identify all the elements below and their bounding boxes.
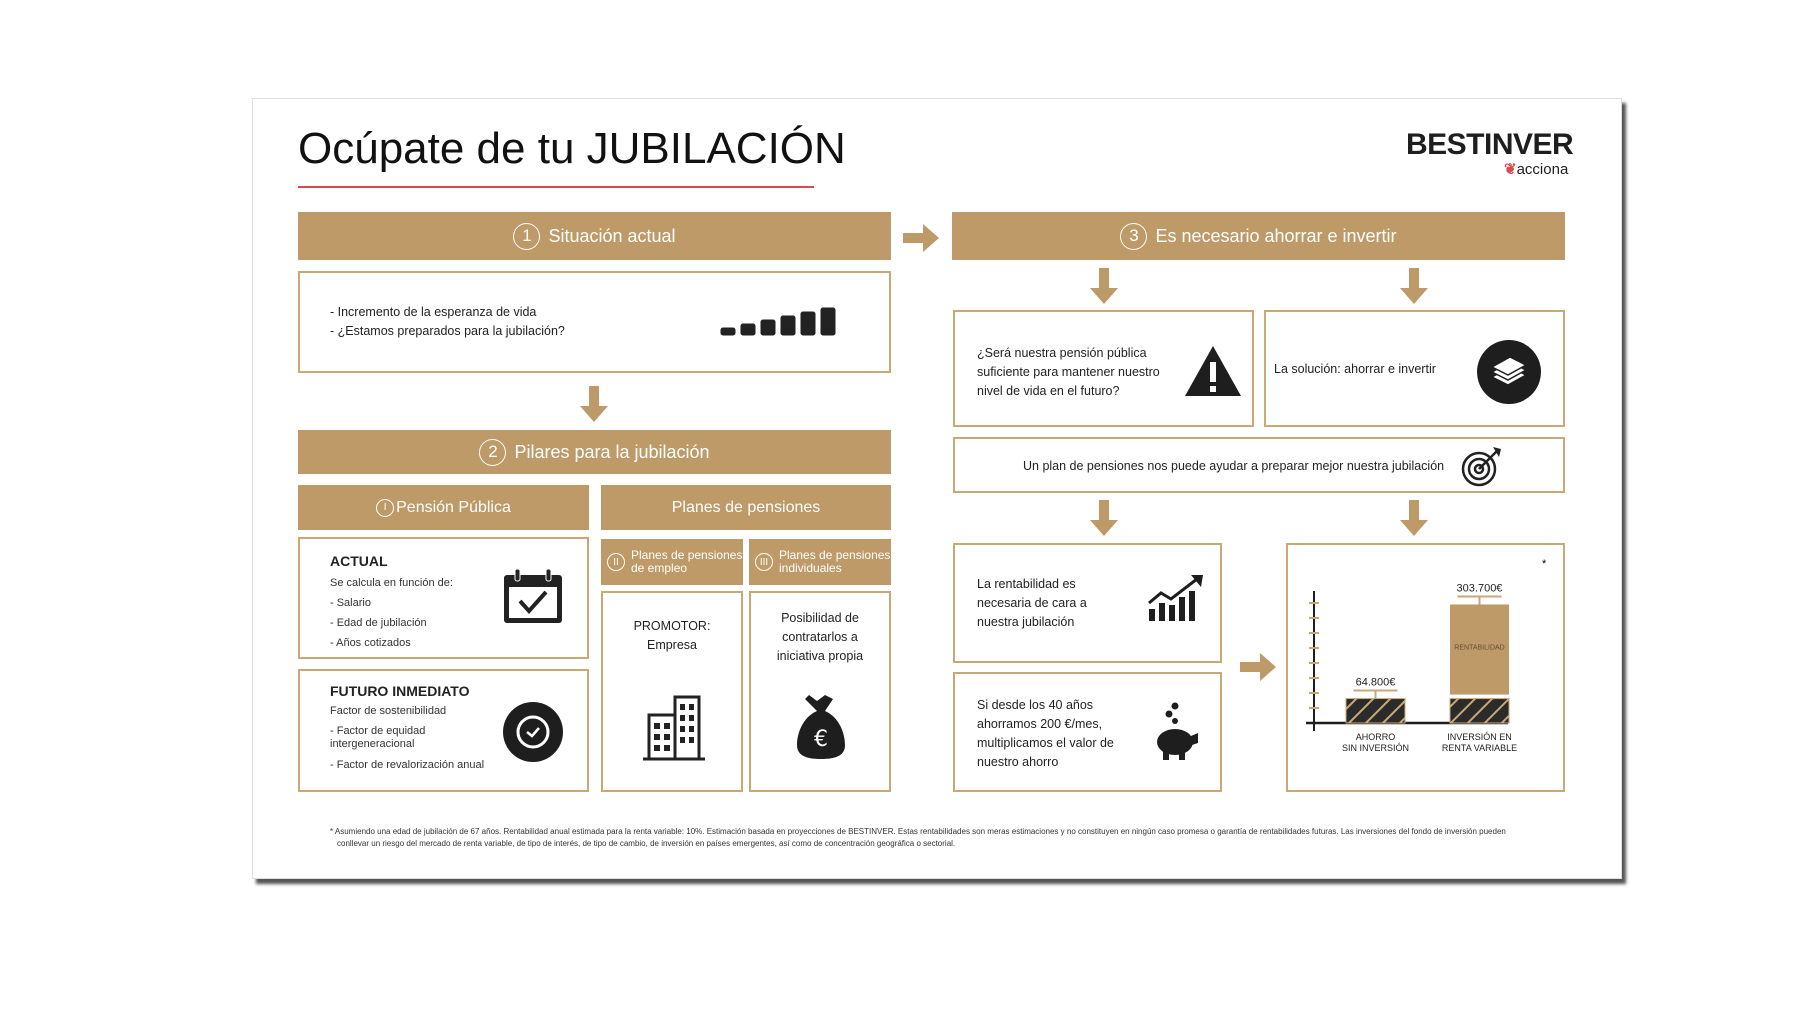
list-item: - Años cotizados bbox=[330, 637, 411, 649]
segment-label: RENTABILIDAD bbox=[1454, 645, 1504, 652]
pillar-number: I bbox=[376, 498, 395, 517]
plan-box: Un plan de pensiones nos puede ayudar a … bbox=[953, 437, 1565, 493]
list-item: - Salario bbox=[330, 597, 371, 609]
rentabilidad-text: La rentabilidad es necesaria de cara a n… bbox=[977, 577, 1087, 629]
pillar-title: Pensión Pública bbox=[396, 498, 511, 516]
value-label: 303.700€ bbox=[1457, 582, 1503, 594]
money-bag-euro-icon: € bbox=[797, 695, 845, 759]
category-label: RENTA VARIABLE bbox=[1442, 743, 1517, 753]
list-item: - ¿Estamos preparados para la jubilación… bbox=[330, 324, 565, 338]
pillar-number: III bbox=[755, 553, 773, 571]
section-title: Es necesario ahorrar e invertir bbox=[1155, 225, 1397, 246]
promotor-label: PROMOTOR: bbox=[633, 619, 711, 633]
arrow-down-icon bbox=[1400, 268, 1428, 304]
promotor-value: Empresa bbox=[646, 638, 698, 652]
bar-ahorro bbox=[1449, 698, 1510, 724]
situation-box: - Incremento de la esperanza de vida - ¿… bbox=[298, 271, 891, 373]
value-label: 64.800€ bbox=[1356, 677, 1396, 689]
pillar-title: Planes de pensiones individuales bbox=[779, 548, 891, 575]
iniciativa-box: Posibilidad de contratarlos a iniciativa… bbox=[749, 591, 891, 792]
logo-acciona: ❦acciona bbox=[1504, 160, 1568, 178]
coin-stacks-icon bbox=[720, 307, 837, 337]
list-item: - Factor de equidad intergeneracional bbox=[330, 725, 426, 750]
arrow-right-icon bbox=[903, 224, 939, 252]
ahorro-box: Si desde los 40 años ahorramos 200 €/mes… bbox=[953, 672, 1222, 792]
step-number: 2 bbox=[479, 438, 507, 466]
step-number: 3 bbox=[1120, 222, 1148, 250]
bar-ahorro bbox=[1345, 698, 1406, 724]
planes-empleo-header: II Planes de pensiones de empleo bbox=[601, 539, 743, 585]
box-title: FUTURO INMEDIATO bbox=[330, 683, 470, 699]
intro-text: Se calcula en función de: bbox=[330, 577, 453, 589]
iniciativa-text: Posibilidad de contratarlos a iniciativa… bbox=[776, 611, 864, 663]
question-text: ¿Será nuestra pensión pública suficiente… bbox=[977, 346, 1160, 398]
question-box: ¿Será nuestra pensión pública suficiente… bbox=[953, 310, 1254, 427]
pillar-title: Planes de pensiones de empleo bbox=[631, 548, 743, 575]
office-building-icon bbox=[643, 695, 705, 761]
category-label: SIN INVERSIÓN bbox=[1342, 743, 1409, 753]
ahorro-text: Si desde los 40 años ahorramos 200 €/mes… bbox=[977, 698, 1114, 769]
section-1-header: 1 Situación actual bbox=[298, 212, 891, 260]
step-number: 1 bbox=[513, 222, 541, 250]
arrow-down-icon bbox=[1090, 268, 1118, 304]
list-item: - Edad de jubilación bbox=[330, 617, 427, 629]
list-item: - Incremento de la esperanza de vida bbox=[330, 305, 537, 319]
target-icon bbox=[1461, 447, 1501, 487]
clock-icon bbox=[503, 702, 563, 762]
warning-icon bbox=[1185, 346, 1241, 396]
section-2-header: 2 Pilares para la jubilación bbox=[298, 430, 891, 474]
page-title: Ocúpate de tu JUBILACIÓN bbox=[298, 124, 846, 173]
title-underline bbox=[298, 186, 814, 188]
intro-text: Factor de sostenibilidad bbox=[330, 705, 447, 717]
category-label: INVERSIÓN EN bbox=[1447, 732, 1512, 742]
arrow-right-icon bbox=[1240, 653, 1276, 681]
acciona-leaf-icon: ❦ bbox=[1504, 161, 1517, 178]
section-title: Situación actual bbox=[548, 225, 676, 246]
section-3-header: 3 Es necesario ahorrar e invertir bbox=[952, 212, 1565, 260]
growth-chart-icon bbox=[1148, 575, 1203, 621]
section-title: Pilares para la jubilación bbox=[514, 441, 710, 462]
situation-list: - Incremento de la esperanza de vida - ¿… bbox=[330, 303, 565, 341]
category-label: AHORRO bbox=[1356, 732, 1396, 742]
rentabilidad-box: La rentabilidad es necesaria de cara a n… bbox=[953, 543, 1222, 663]
bar-rentabilidad bbox=[1450, 604, 1509, 695]
arrow-down-icon bbox=[580, 386, 608, 422]
pillar-number: II bbox=[607, 553, 625, 571]
list-item: - Factor de revalorización anual bbox=[330, 759, 485, 771]
plan-text: Un plan de pensiones nos puede ayudar a … bbox=[1023, 459, 1445, 473]
arrow-down-icon bbox=[1400, 500, 1428, 536]
cash-stack-icon bbox=[1477, 340, 1541, 404]
planes-individuales-header: III Planes de pensiones individuales bbox=[749, 539, 891, 585]
chart-asterisk: * bbox=[1542, 558, 1547, 570]
actual-box: ACTUAL Se calcula en función de: - Salar… bbox=[298, 537, 589, 659]
pillar-title: Planes de pensiones bbox=[671, 498, 821, 516]
box-title: ACTUAL bbox=[330, 553, 388, 569]
planes-header: Planes de pensiones bbox=[601, 485, 891, 530]
logo-acciona-text: acciona bbox=[1516, 161, 1569, 178]
svg-text:€: € bbox=[814, 727, 828, 752]
piggy-bank-icon bbox=[1157, 702, 1198, 760]
arrow-down-icon bbox=[1090, 500, 1118, 536]
solution-box: La solución: ahorrar e invertir bbox=[1264, 310, 1565, 427]
logo-bestinver: BESTINVER bbox=[1406, 128, 1574, 161]
solution-text: La solución: ahorrar e invertir bbox=[1274, 362, 1436, 376]
calendar-check-icon bbox=[504, 568, 562, 623]
futuro-box: FUTURO INMEDIATO Factor de sostenibilida… bbox=[298, 669, 589, 792]
footnote: * Asumiendo una edad de jubilación de 67… bbox=[330, 827, 1506, 848]
promotor-box: PROMOTOR: Empresa bbox=[601, 591, 743, 792]
